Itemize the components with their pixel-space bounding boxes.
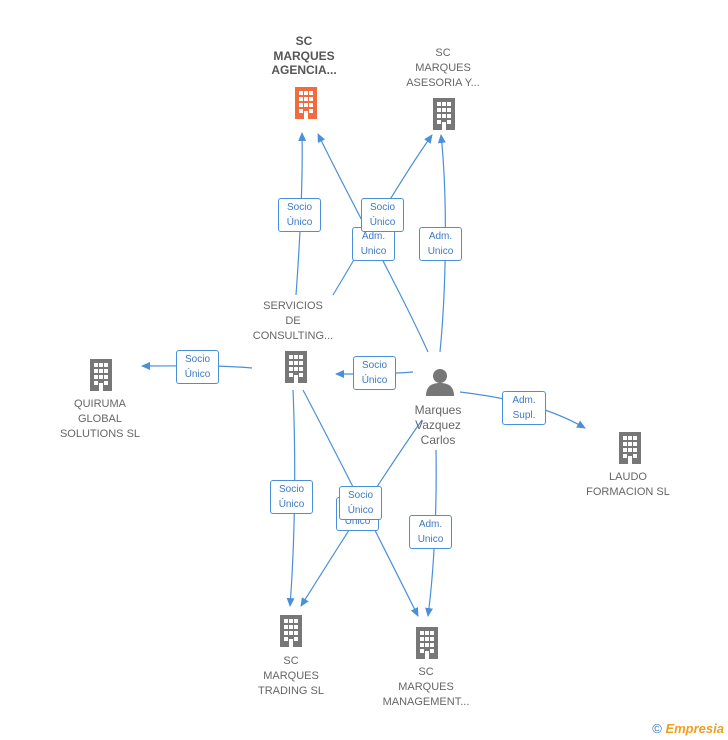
node-label-laudo[interactable]: LAUDO FORMACION SL xyxy=(586,471,670,498)
building-icon-agencia[interactable] xyxy=(295,87,317,119)
edge-label-socio-unico: Socio Único xyxy=(339,486,382,520)
node-label-quiruma[interactable]: QUIRUMA GLOBAL SOLUTIONS SL xyxy=(59,398,141,440)
building-icon-asesoria[interactable] xyxy=(433,98,455,130)
node-label-sc-marques-management[interactable]: SC MARQUES MANAGEMENT... xyxy=(382,666,470,708)
node-label-sc-marques-agencia[interactable]: SC MARQUES AGENCIA... xyxy=(271,34,337,77)
node-label-marques-vazquez[interactable]: Marques Vazquez Carlos xyxy=(414,403,462,447)
building-icon-management[interactable] xyxy=(416,627,438,659)
edge-label-adm-unico: Adm. Unico xyxy=(352,227,395,261)
node-label-servicios-consulting[interactable]: SERVICIOS DE CONSULTING... xyxy=(252,300,334,342)
building-icon-trading[interactable] xyxy=(280,615,302,647)
footer-brand[interactable]: © Empresia xyxy=(652,721,724,736)
edge-label-socio-unico: Socio Único xyxy=(270,480,313,514)
node-label-sc-marques-trading[interactable]: SC MARQUES TRADING SL xyxy=(257,655,324,697)
node-label-sc-marques-asesoria[interactable]: SC MARQUES ASESORIA Y... xyxy=(406,47,480,89)
edge-label-adm-supl: Adm. Supl. xyxy=(502,391,546,425)
edge-label-adm-unico: Adm. Unico xyxy=(419,227,462,261)
copyright-icon: © xyxy=(652,721,662,736)
edge-label-adm-unico: Adm. Unico xyxy=(409,515,452,549)
building-icon-servicios[interactable] xyxy=(285,351,307,383)
edge-label-socio-unico: Socio Único xyxy=(353,356,396,390)
brand-name: Empresia xyxy=(665,721,724,736)
person-icon[interactable] xyxy=(426,369,454,396)
edge-label-socio-unico: Socio Único xyxy=(176,350,219,384)
edge-label-socio-unico: Socio Único xyxy=(278,198,321,232)
building-icon-laudo[interactable] xyxy=(619,432,641,464)
building-icon-quiruma[interactable] xyxy=(90,359,112,391)
edge-label-socio-unico: Socio Único xyxy=(361,198,404,232)
